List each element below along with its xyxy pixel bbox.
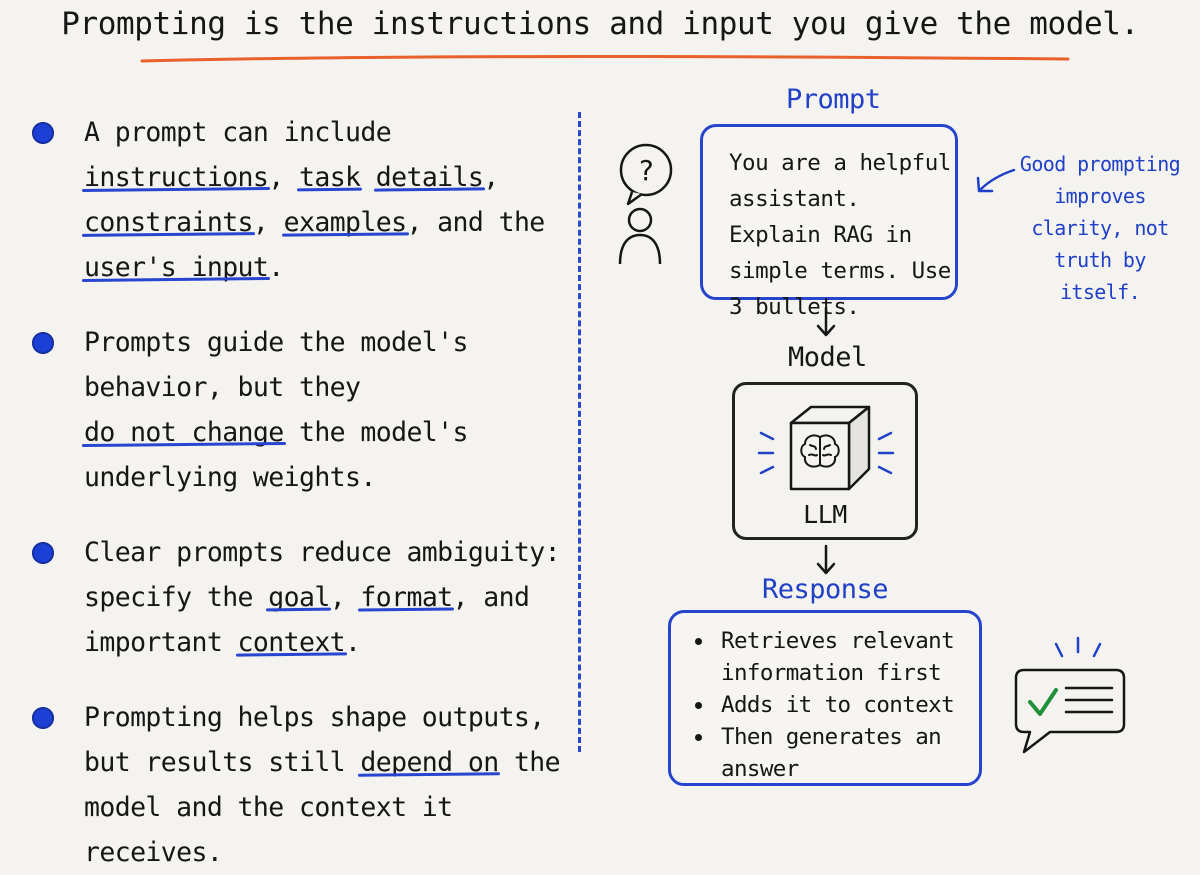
bullet-dot-icon: [32, 122, 54, 144]
response-item: Retrieves relevant information first: [687, 625, 979, 689]
underlined-term: depend on: [360, 747, 499, 778]
llm-cube-brain-icon: [757, 405, 895, 491]
underlined-term: context: [237, 627, 346, 658]
underlined-term: constraints: [84, 207, 254, 238]
underlined-term: instructions: [84, 162, 269, 193]
bullet-item: Prompts guide the model's behavior, but …: [30, 320, 570, 500]
response-label: Response: [762, 574, 889, 605]
underlined-term: goal: [268, 582, 330, 613]
bullet-text: Prompting helps shape outputs, but resul…: [84, 702, 545, 778]
underlined-term: do not change: [84, 417, 284, 448]
user-question-icon: ?: [618, 143, 673, 265]
llm-label: LLM: [803, 500, 847, 529]
underlined-term: examples: [283, 207, 407, 238]
bullet-text: .: [268, 252, 284, 283]
bullet-text: ,: [268, 162, 299, 193]
underlined-term: task: [298, 162, 361, 193]
bullet-text: ,: [483, 162, 499, 193]
prompt-label: Prompt: [786, 84, 881, 115]
bullet-text: A prompt can include: [84, 117, 392, 148]
bullet-text: the model's underlying weights.: [84, 417, 468, 493]
bullet-text: , and the: [406, 207, 545, 238]
underlined-term: format: [360, 582, 453, 613]
prompt-box: You are a helpful assistant. Explain RAG…: [700, 124, 958, 320]
response-box: Retrieves relevant information first Add…: [668, 610, 982, 786]
title-underline: [140, 55, 1070, 63]
page-title: Prompting is the instructions and input …: [61, 6, 1139, 42]
question-mark: ?: [638, 154, 655, 187]
underlined-term: details: [375, 162, 484, 193]
bullet-item: Prompting helps shape outputs, but resul…: [30, 695, 570, 875]
response-item: Then generates an answer: [687, 721, 979, 785]
bullet-text: ,: [252, 207, 284, 238]
response-item: Adds it to context: [687, 689, 979, 721]
side-note: Good prompting improves clarity, not tru…: [1019, 152, 1181, 304]
bullet-text: , and important: [84, 582, 530, 658]
bullet-text: Prompts guide the model's behavior, but …: [84, 327, 468, 403]
underlined-term: user's input: [84, 252, 269, 283]
bullet-dot-icon: [32, 707, 54, 729]
model-label: Model: [788, 342, 867, 373]
bullet-item: A prompt can include instructions, task …: [30, 110, 570, 290]
bullet-list: A prompt can include instructions, task …: [30, 110, 570, 875]
bullet-dot-icon: [32, 542, 54, 564]
bullet-text: Clear prompts reduce ambiguity: specify …: [84, 537, 561, 613]
check-message-icon: [1014, 636, 1126, 754]
bullet-text: .: [345, 627, 361, 658]
arrow-down-icon: [816, 306, 836, 337]
note-arrow-icon: [976, 168, 1016, 193]
bullet-text: ,: [329, 582, 361, 613]
arrow-down-icon-2: [816, 544, 836, 575]
bullet-dot-icon: [32, 332, 54, 354]
column-divider: [578, 112, 581, 752]
prompt-text: You are a helpful assistant. Explain RAG…: [729, 150, 951, 320]
bullet-item: Clear prompts reduce ambiguity: specify …: [30, 530, 570, 665]
model-box: LLM: [732, 382, 918, 540]
